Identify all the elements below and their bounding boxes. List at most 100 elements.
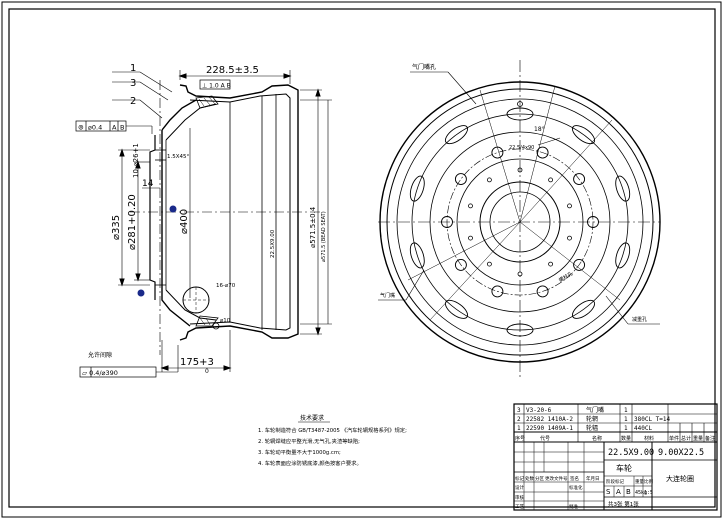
- bolt-hole: [573, 173, 586, 186]
- sign-count: 处数: [525, 475, 534, 482]
- notes-title: 技术要求: [300, 414, 324, 422]
- small-hole: [468, 203, 473, 209]
- bolt-holes: [441, 146, 599, 298]
- bolt-hole: [536, 285, 549, 298]
- vent-hole: [615, 242, 631, 269]
- stage-mark-s: S: [606, 488, 611, 496]
- bom-2-code: 22582 1410A-2: [526, 416, 573, 423]
- bom-2-qty: 1: [624, 416, 628, 423]
- person-review: 审核: [515, 494, 524, 501]
- stage-label-1: 重量: [635, 478, 644, 485]
- bolt-hole: [441, 216, 453, 228]
- bom-2-no: 2: [517, 416, 521, 423]
- bom-1-mat: 440CL: [634, 425, 652, 432]
- company-name: 大连轮圈: [666, 474, 694, 483]
- hdr-mat: 材料: [644, 435, 654, 442]
- dim-offset-sub: 0: [205, 368, 209, 375]
- small-holes: [468, 101, 572, 277]
- small-hole: [567, 235, 572, 241]
- sheet-info: 共3张 第1张: [608, 500, 639, 508]
- hdr-unit: 单件: [669, 435, 679, 442]
- note-4: 4. 车轮表面应涂防锈底漆,颜色按客户要求。: [258, 459, 362, 467]
- label-angle: 18°: [534, 126, 545, 133]
- vent-hole: [409, 175, 425, 202]
- small-hole: [486, 177, 492, 183]
- size-right: 9.00X22.5: [658, 448, 704, 458]
- flat-tol-box: [79, 366, 157, 378]
- runout-datum-a: A: [112, 124, 117, 132]
- person-standard: 标准化: [569, 484, 583, 491]
- person-design: 设计: [515, 484, 524, 491]
- callout-3: 3: [130, 78, 136, 89]
- vent-hole: [571, 299, 596, 319]
- bom-1-no: 1: [517, 425, 521, 432]
- dim-bead-seat: ⌀571.5 (BEAD SEAT): [321, 211, 327, 262]
- hdr-weight: 重量: [693, 435, 703, 442]
- hdr-code: 代号: [540, 435, 550, 442]
- bom-1-name: 轮辐: [586, 424, 598, 432]
- sign-zone: 分区: [535, 475, 544, 482]
- ref-frame-box: [199, 79, 231, 90]
- bom-3-code: V3-20-6: [526, 407, 552, 414]
- callout-14: 14: [142, 179, 154, 189]
- title-block-text: 3 V3-20-6 气门嘴 1 2 22582 1410A-2 轮辋 1 380…: [515, 406, 715, 510]
- stage-mark-a: A: [616, 488, 621, 496]
- bolt-hole: [454, 258, 467, 271]
- bolt-hole: [573, 258, 586, 271]
- small-hole: [468, 235, 473, 241]
- vent-hole: [409, 242, 425, 269]
- label-pcd: 22.5/4x90: [509, 145, 534, 151]
- drawing-frame: [8, 8, 716, 508]
- part-name: 车轮: [616, 463, 632, 473]
- small-hole: [517, 167, 523, 173]
- runout-datum-b: B: [120, 124, 124, 132]
- ref-frame-text: ⊥ 1.0 A B: [202, 83, 231, 90]
- bom-3-qty: 1: [624, 407, 628, 414]
- bom-1-qty: 1: [624, 425, 628, 432]
- callout-2: 2: [130, 96, 136, 107]
- note-1: 1. 车轮制造符合 GB/T3487-2005 《汽车轮辋规格系列》规定;: [258, 426, 407, 434]
- hdr-total: 总计: [681, 435, 691, 442]
- label-valve-hole: 气门嘴孔: [412, 63, 436, 71]
- vent-hole: [571, 125, 596, 145]
- sign-docno: 更改文件号: [545, 475, 568, 482]
- bolt-hole: [536, 146, 549, 159]
- side-section-view: [112, 70, 332, 373]
- stage-mark-b: B: [626, 488, 631, 496]
- weight-value: 45kg: [635, 490, 647, 496]
- callout-1: 1: [130, 63, 136, 74]
- bom-3-no: 3: [517, 407, 521, 414]
- bolt-hole: [454, 173, 467, 186]
- bolt-hole: [491, 285, 504, 298]
- label-valve-left: 气门嘴: [380, 292, 395, 299]
- note-3: 3. 车轮动平衡量不大于1000g.cm;: [258, 448, 341, 456]
- flat-tol-label: 允许间隙: [88, 351, 112, 359]
- note-2: 2. 轮辋焊缝应平整光滑,无气孔,夹渣等缺陷;: [258, 437, 360, 445]
- size-left: 22.5X9.00: [608, 448, 654, 458]
- runout-frame: ⊚ ⌀0.4 A B: [75, 120, 127, 132]
- dim-offset-bottom: 175+3: [180, 357, 214, 368]
- side-view-labels: 1 3 2 14 228.5±3.5 ⊥ 1.0 A B ⊚ ⌀0.4 A B …: [75, 63, 327, 378]
- dim-vent: ⌀10: [220, 318, 231, 324]
- valve-hole: [517, 101, 523, 107]
- person-process: 工艺: [515, 504, 524, 510]
- small-hole: [567, 203, 572, 209]
- technical-notes: 技术要求 1. 车轮制造符合 GB/T3487-2005 《汽车轮辋规格系列》规…: [258, 414, 407, 467]
- sign-mark: 标记: [515, 475, 524, 482]
- dim-center-len: 22.5X9.00: [270, 229, 276, 258]
- small-hole: [548, 261, 553, 267]
- scale-value: 1:5: [644, 490, 653, 496]
- hdr-no: 序号: [515, 435, 525, 442]
- flat-tol-text: ⏥ 0.4/⌀390: [82, 369, 118, 377]
- bolt-hole: [587, 216, 599, 228]
- hdr-qty: 数量: [621, 435, 631, 442]
- runout-symbol: ⊚: [78, 124, 84, 132]
- dim-d335: ⌀335: [111, 215, 122, 240]
- dim-d571: ⌀571.5±0.4: [309, 206, 317, 248]
- stage-label-2: 比例: [644, 478, 653, 485]
- small-hole: [486, 261, 492, 267]
- bolt-hole: [491, 146, 504, 159]
- hdr-name: 名称: [592, 435, 602, 442]
- vent-holes: [409, 107, 631, 337]
